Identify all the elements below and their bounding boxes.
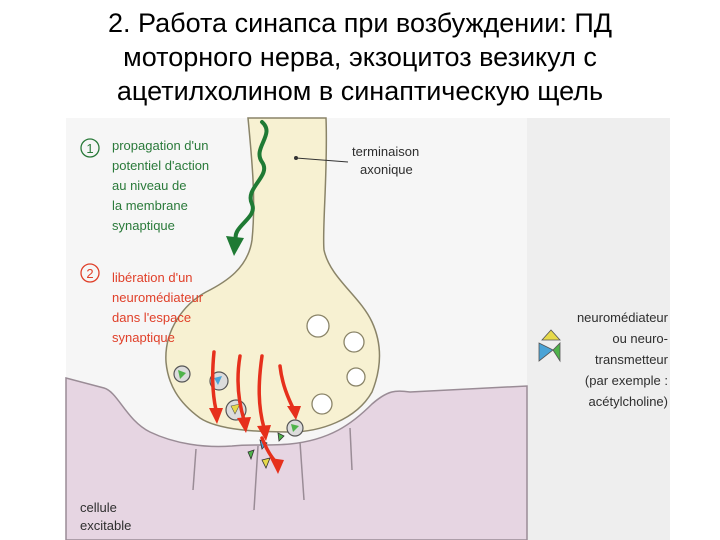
step1-number-circle [80, 138, 100, 158]
legend-key [538, 329, 561, 363]
title-line-2: моторного нерва, экзоцитоз везикул с [123, 42, 597, 72]
step1-line: potentiel d'action [112, 158, 209, 173]
step1-line: propagation d'un [112, 138, 208, 153]
release-arrowheads [209, 406, 301, 474]
step1-number: 1 [86, 141, 93, 156]
step2-line: neuromédiateur [112, 290, 204, 305]
cell-label-line: excitable [80, 518, 131, 533]
legend-line: (par exemple : [585, 373, 668, 388]
title-line-1: 2. Работа синапса при возбуждении: ПД [107, 8, 613, 38]
empty-vesicles [306, 314, 366, 415]
legend-green-shape [552, 342, 561, 363]
legend-panel [527, 118, 670, 540]
legend-line: acétylcholine) [589, 394, 669, 409]
title-line-3: ацетилхолином в синаптическую щель [116, 76, 604, 106]
cell-label-line: cellule [80, 500, 117, 515]
terminal-label-line: axonique [360, 162, 413, 177]
step2-line: libération d'un [112, 270, 193, 285]
step1-line: synaptique [112, 218, 175, 233]
legend-line: transmetteur [595, 352, 669, 367]
legend-blue-shape [538, 342, 554, 362]
step1-text: propagation d'un potentiel d'action au n… [112, 138, 209, 233]
step2-number: 2 [86, 266, 93, 281]
excitable-cell [65, 377, 528, 540]
slide-title: 2. Работа синапса при возбуждении: ПД мо… [0, 6, 720, 108]
axon-terminal [165, 117, 381, 433]
terminal-pointer-dot [294, 156, 298, 160]
membrane-folds [192, 427, 353, 511]
vesicle-contents [178, 370, 299, 432]
terminal-label: terminaison axonique [352, 144, 419, 177]
step2-line: dans l'espace [112, 310, 191, 325]
terminal-label-line: terminaison [352, 144, 419, 159]
cell-label: cellule excitable [80, 500, 131, 533]
action-potential-arrowhead [226, 236, 244, 256]
legend-line: ou neuro- [612, 331, 668, 346]
legend-yellow-shape [541, 329, 561, 341]
legend-line: neuromédiateur [577, 310, 669, 325]
step2-text: libération d'un neuromédiateur dans l'es… [112, 270, 204, 345]
action-potential-arrow [233, 120, 269, 242]
legend-text: neuromédiateur ou neuro- transmetteur (p… [577, 310, 669, 409]
step2-line: synaptique [112, 330, 175, 345]
step1-line: au niveau de [112, 178, 186, 193]
step2-number-circle [80, 263, 100, 283]
step1-line: la membrane [112, 198, 188, 213]
terminal-pointer-line [295, 157, 349, 163]
